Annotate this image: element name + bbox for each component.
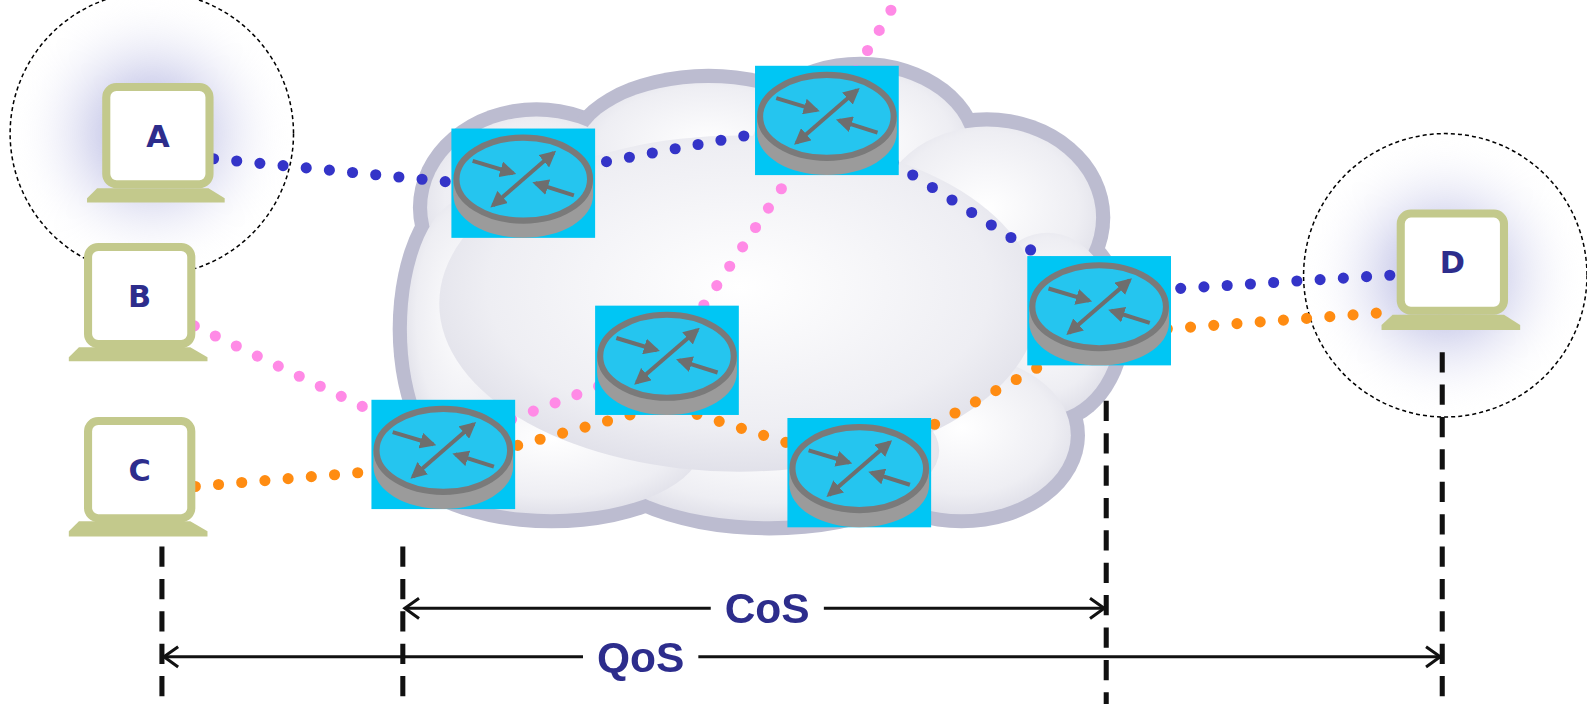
dotted-path <box>194 0 902 445</box>
host-label: D <box>1440 244 1465 279</box>
laptop-screen: D <box>1397 210 1508 315</box>
router-icon <box>595 306 739 415</box>
span-label: QoS <box>583 635 699 682</box>
router-icon <box>371 400 515 509</box>
laptop-screen: C <box>84 417 195 522</box>
host-label: C <box>129 452 151 487</box>
laptop-base <box>69 188 1520 536</box>
router-icon <box>755 66 899 175</box>
laptop-screen: B <box>84 243 195 348</box>
router-icon <box>451 129 595 238</box>
span-label: CoS <box>710 586 823 633</box>
router-icon <box>787 418 931 527</box>
router-icon <box>1027 256 1171 365</box>
dashed-marker <box>162 352 1442 704</box>
halo-circle <box>10 0 293 275</box>
host-label: A <box>146 118 169 153</box>
host-label: B <box>128 278 151 313</box>
laptop-screen: A <box>102 83 213 188</box>
